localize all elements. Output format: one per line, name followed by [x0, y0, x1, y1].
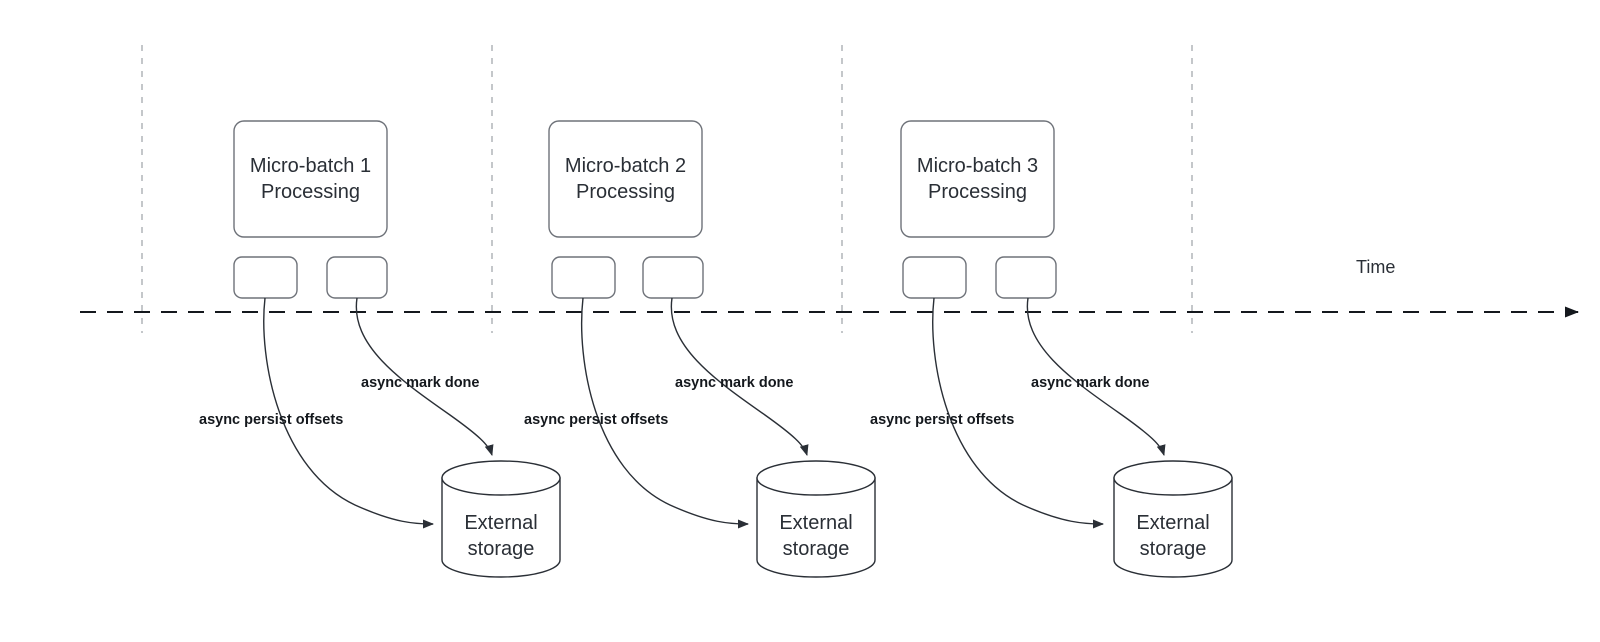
async-persist-offsets-arrow [932, 297, 1104, 529]
microbatch-processing-label-line2: Processing [576, 181, 675, 203]
microbatch-task-box-1[interactable] [551, 256, 616, 299]
external-storage-label-line2: storage [783, 538, 850, 560]
async-persist-offsets-label: async persist offsets [199, 412, 343, 428]
microbatch-processing-label-line1: Micro-batch 1 [250, 155, 371, 177]
async-persist-offsets-arrow [580, 297, 749, 529]
external-storage-cylinder-body[interactable] [756, 477, 876, 578]
async-mark-done-arrow [355, 297, 494, 456]
external-storage-cylinder-top [1113, 460, 1233, 496]
microbatch-task-box-2[interactable] [995, 256, 1057, 299]
async-mark-done-label: async mark done [675, 375, 793, 391]
external-storage-label-line2: storage [1140, 538, 1207, 560]
timeline-tick-group [141, 45, 1193, 333]
external-storage-cylinder-body[interactable] [1113, 477, 1233, 578]
microbatch-processing-label-line2: Processing [261, 181, 360, 203]
microbatch-task-box-1[interactable] [902, 256, 967, 299]
time-axis-label: Time [1356, 257, 1395, 277]
microbatch-task-box-2[interactable] [326, 256, 388, 299]
async-persist-offsets-label: async persist offsets [524, 412, 668, 428]
microbatch-processing-label-line2: Processing [928, 181, 1027, 203]
external-storage-cylinder-top [441, 460, 561, 496]
async-mark-done-label: async mark done [1031, 375, 1149, 391]
async-mark-done-label: async mark done [361, 375, 479, 391]
microbatch-processing-label-line1: Micro-batch 3 [917, 155, 1038, 177]
async-mark-done-arrow [1026, 297, 1166, 456]
microbatch-task-box-2[interactable] [642, 256, 704, 299]
microbatch-processing-label-line1: Micro-batch 2 [565, 155, 686, 177]
external-storage-cylinder-body[interactable] [441, 477, 561, 578]
external-storage-label-line1: External [779, 512, 852, 534]
external-storage-label-line1: External [1136, 512, 1209, 534]
async-mark-done-arrow [670, 297, 809, 456]
microbatch-processing-box[interactable] [548, 120, 703, 238]
external-storage-label-line1: External [464, 512, 537, 534]
external-storage-label-line2: storage [468, 538, 535, 560]
async-persist-offsets-label: async persist offsets [870, 412, 1014, 428]
microbatch-processing-box[interactable] [233, 120, 388, 238]
microbatch-processing-box[interactable] [900, 120, 1055, 238]
microbatch-task-box-1[interactable] [233, 256, 298, 299]
async-persist-offsets-arrow [263, 297, 434, 529]
external-storage-cylinder-top [756, 460, 876, 496]
